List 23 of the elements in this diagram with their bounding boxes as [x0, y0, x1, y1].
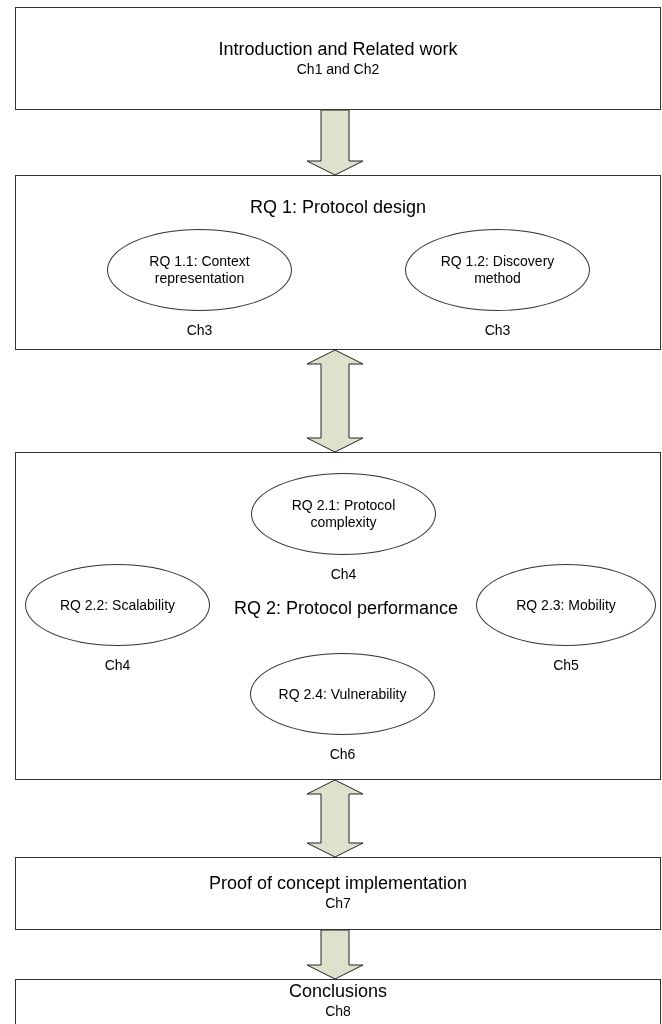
chapter-label: Ch3	[483, 321, 512, 339]
block-arrow	[306, 929, 364, 980]
section-box	[15, 175, 661, 350]
section-title: Proof of concept implementation	[207, 872, 469, 894]
chapter-label: Ch5	[552, 656, 580, 674]
section-title: RQ 2: Protocol performance	[232, 597, 460, 619]
chapter-label: Ch4	[103, 656, 132, 674]
chapter-label: Ch1 and Ch2	[295, 60, 381, 78]
chapter-label: Ch3	[185, 321, 214, 339]
section-box	[15, 452, 661, 780]
chapter-label: Ch7	[324, 894, 352, 912]
section-title: Conclusions	[287, 980, 389, 1002]
section-box	[15, 979, 661, 1024]
block-arrow	[306, 109, 364, 176]
section-title: Introduction and Related work	[217, 38, 459, 60]
chapter-label: Ch6	[328, 745, 357, 763]
section-title: RQ 1: Protocol design	[248, 196, 428, 218]
block-arrow	[306, 349, 364, 453]
chapter-label: Ch8	[324, 1002, 352, 1020]
block-arrow	[306, 779, 364, 858]
section-box	[15, 7, 661, 110]
chapter-label: Ch4	[329, 565, 358, 583]
section-box	[15, 857, 661, 930]
